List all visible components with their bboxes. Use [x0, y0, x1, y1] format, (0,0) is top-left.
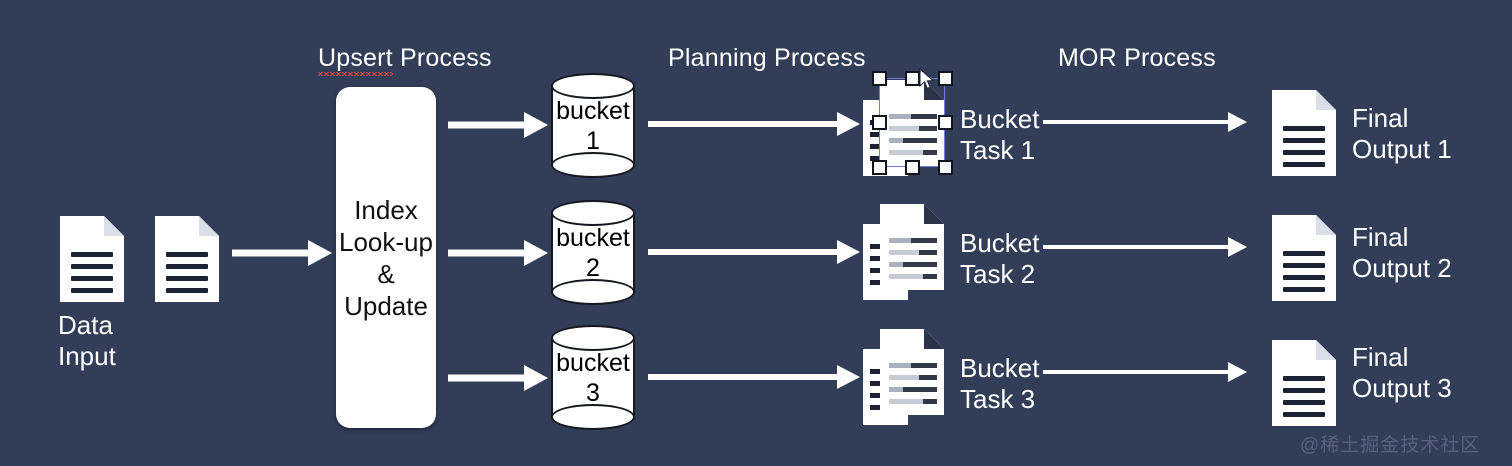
arrow-index-to-bucket-1 — [448, 112, 548, 138]
final-output-2-document[interactable] — [1270, 213, 1338, 303]
arrow-task3-to-output3 — [1043, 362, 1247, 382]
selection-handle-middle-right[interactable] — [938, 115, 953, 130]
final-output-3-document[interactable] — [1270, 338, 1338, 428]
bucket-task-2-label: Bucket Task 2 — [960, 228, 1040, 289]
index-lookup-update-box[interactable]: Index Look-up & Update — [336, 87, 436, 428]
selection-handle-top-center[interactable] — [905, 71, 920, 86]
arrow-input-to-index — [232, 240, 332, 266]
bucket-task-1-label: Bucket Task 1 — [960, 104, 1040, 165]
bucket-3-label: bucket 3 — [556, 348, 630, 407]
section-title-upsert-rest: Process — [392, 44, 492, 72]
arrow-index-to-bucket-3 — [448, 365, 548, 391]
arrow-bucket3-to-task3 — [648, 365, 860, 389]
bucket-cylinder-3[interactable]: bucket 3 — [551, 325, 635, 430]
final-output-1-document[interactable] — [1270, 88, 1338, 178]
selection-rectangle — [879, 78, 945, 167]
bucket-task-3-label: Bucket Task 3 — [960, 353, 1040, 414]
section-title-upsert: Upsert Process — [318, 44, 492, 73]
data-input-document-front[interactable] — [153, 214, 221, 304]
arrow-index-to-bucket-2 — [448, 240, 548, 266]
final-output-3-label: Final Output 3 — [1352, 342, 1452, 403]
index-lookup-update-label: Index Look-up & Update — [339, 194, 433, 321]
bucket-task-2-document-stack[interactable] — [862, 202, 950, 302]
data-input-label: Data Input — [58, 310, 116, 371]
final-output-1-label: Final Output 1 — [1352, 103, 1452, 164]
selection-handle-top-left[interactable] — [872, 71, 887, 86]
data-input-document-back[interactable] — [58, 214, 126, 304]
selection-handle-bottom-left[interactable] — [872, 160, 887, 175]
bucket-1-label: bucket 1 — [556, 96, 630, 155]
bucket-cylinder-1[interactable]: bucket 1 — [551, 73, 635, 178]
mouse-cursor-icon — [919, 67, 935, 95]
selection-handle-top-right[interactable] — [938, 71, 953, 86]
bucket-cylinder-2[interactable]: bucket 2 — [551, 200, 635, 305]
bucket-2-label: bucket 2 — [556, 223, 630, 282]
arrow-bucket1-to-task1 — [648, 112, 860, 136]
selection-handle-middle-left[interactable] — [872, 115, 887, 130]
section-title-planning: Planning Process — [668, 44, 866, 72]
section-title-upsert-word: Upsert — [318, 44, 393, 76]
final-output-2-label: Final Output 2 — [1352, 222, 1452, 283]
arrow-task1-to-output1 — [1043, 112, 1247, 132]
selection-handle-bottom-right[interactable] — [938, 160, 953, 175]
arrow-task2-to-output2 — [1043, 237, 1247, 257]
section-title-mor: MOR Process — [1058, 44, 1216, 72]
bucket-task-3-document-stack[interactable] — [862, 327, 950, 427]
watermark: @稀土掘金技术社区 — [1300, 435, 1481, 456]
arrow-bucket2-to-task2 — [648, 240, 860, 264]
selection-handle-bottom-center[interactable] — [905, 160, 920, 175]
